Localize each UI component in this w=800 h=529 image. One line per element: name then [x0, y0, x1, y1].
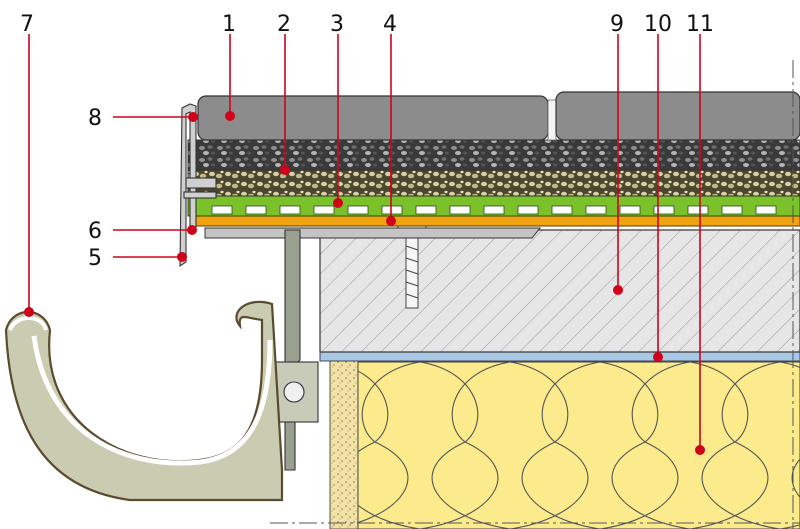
svg-text:5: 5: [88, 246, 102, 271]
insulation-wave: [599, 362, 691, 529]
waterproof-membrane: [194, 215, 800, 227]
render-layer: [329, 359, 359, 529]
insulation-wave: [358, 362, 421, 524]
drainage-cell: [585, 205, 607, 215]
drainage-cell: [279, 205, 301, 215]
svg-text:11: 11: [686, 12, 714, 37]
drainage-cell: [313, 205, 335, 215]
callout-8: 8: [88, 106, 198, 131]
gravel-upper: [187, 139, 800, 171]
drainage-layer: [187, 195, 800, 217]
drainage-cell: [517, 205, 539, 215]
insulation-wave: [419, 362, 511, 529]
insulation-wave: [689, 362, 781, 529]
callout-9: 9: [610, 12, 624, 295]
drainage-cell: [211, 205, 233, 215]
drainage-cell: [755, 205, 777, 215]
concrete-slab: [319, 229, 800, 353]
drainage-cell: [551, 205, 573, 215]
drainage-cell: [381, 205, 403, 215]
svg-text:9: 9: [610, 12, 624, 37]
insulation-wave: [509, 362, 601, 529]
rain-gutter: [4, 300, 284, 502]
callout-7: 7: [20, 12, 34, 317]
callout-2: 2: [277, 12, 291, 175]
svg-text:7: 7: [20, 12, 34, 37]
drainage-cell: [415, 205, 437, 215]
gutter-bracket: [269, 229, 319, 471]
drainage-cell: [721, 205, 743, 215]
callout-3: 3: [330, 12, 344, 208]
callout-11: 11: [686, 12, 714, 455]
drainage-cell: [653, 205, 675, 215]
edge-flashing: [204, 227, 542, 239]
svg-text:2: 2: [277, 12, 291, 37]
drainage-cell: [483, 205, 505, 215]
svg-text:3: 3: [330, 12, 344, 37]
callout-4: 4: [383, 12, 397, 226]
drainage-cell: [449, 205, 471, 215]
gravel-lower: [187, 169, 800, 197]
callout-5: 5: [88, 246, 187, 271]
svg-text:8: 8: [88, 106, 102, 131]
callout-6: 6: [88, 219, 197, 244]
svg-text:10: 10: [644, 12, 672, 37]
svg-text:1: 1: [222, 12, 236, 37]
drainage-cell: [619, 205, 641, 215]
vapour-layer: [319, 351, 800, 362]
paving-slabs: [197, 91, 800, 141]
callout-10: 10: [644, 12, 672, 362]
drainage-cell: [347, 205, 369, 215]
callout-1: 1: [222, 12, 236, 121]
insulation-layer: [357, 361, 800, 529]
svg-text:4: 4: [383, 12, 397, 37]
drainage-cell: [687, 205, 709, 215]
svg-text:6: 6: [88, 219, 102, 244]
drainage-cell: [245, 205, 267, 215]
